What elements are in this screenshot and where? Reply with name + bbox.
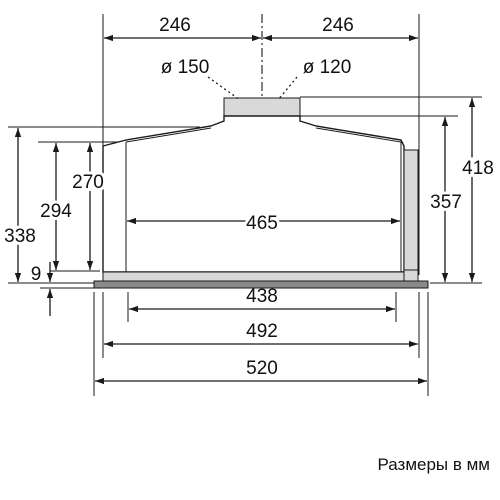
label-half-left: 246 (159, 15, 191, 36)
base-strip-right (403, 269, 419, 282)
units-caption: Размеры в мм (377, 455, 490, 474)
bottom-frame (93, 280, 429, 289)
hood-inner-shell (125, 127, 402, 272)
label-492: 492 (246, 321, 278, 342)
label-duct-large: ø 150 (161, 57, 210, 78)
label-338: 338 (4, 226, 36, 247)
label-270: 270 (72, 172, 104, 193)
label-520: 520 (246, 358, 278, 379)
label-9: 9 (31, 264, 42, 285)
label-294: 294 (40, 201, 72, 222)
label-418: 418 (462, 158, 494, 179)
base-strip (102, 271, 405, 282)
side-panel (403, 149, 419, 271)
label-357: 357 (430, 192, 462, 213)
label-half-right: 246 (322, 15, 354, 36)
label-438: 438 (246, 286, 278, 307)
duct-leader-120 (277, 76, 298, 101)
label-465: 465 (246, 213, 278, 234)
hood-body (102, 115, 405, 273)
duct-leader-150 (207, 76, 241, 101)
label-duct-small: ø 120 (303, 57, 352, 78)
